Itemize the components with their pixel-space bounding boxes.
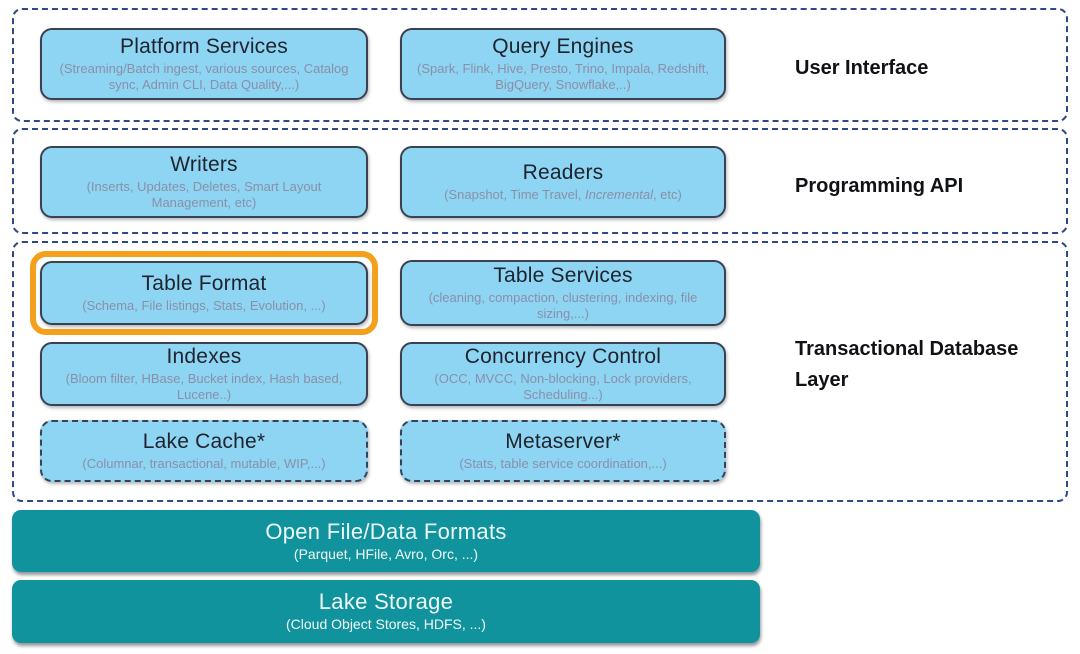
box-subtitle: (Bloom filter, HBase, Bucket index, Hash… (65, 371, 343, 403)
bar-title: Lake Storage (318, 589, 454, 615)
box-subtitle: (OCC, MVCC, Non-blocking, Lock providers… (434, 371, 692, 403)
layer-label-transactional-database: Transactional Database Layer (795, 338, 1019, 391)
box-query-engines: Query Engines (Spark, Flink, Hive, Prest… (400, 28, 726, 100)
box-title: Table Services (493, 264, 633, 288)
box-metaserver: Metaserver* (Stats, table service coordi… (400, 420, 726, 482)
box-subtitle: (Streaming/Batch ingest, various sources… (59, 61, 349, 93)
box-table-services: Table Services (cleaning, compaction, cl… (400, 260, 726, 326)
box-readers: Readers (Snapshot, Time Travel, Incremen… (400, 146, 726, 218)
box-subtitle: (cleaning, compaction, clustering, index… (428, 290, 698, 322)
box-platform-services: Platform Services (Streaming/Batch inges… (40, 28, 368, 100)
box-title: Indexes (166, 345, 242, 369)
box-subtitle: (Schema, File listings, Stats, Evolution… (82, 298, 326, 314)
box-title: Platform Services (120, 35, 288, 59)
box-concurrency-control: Concurrency Control (OCC, MVCC, Non-bloc… (400, 342, 726, 406)
bar-title: Open File/Data Formats (265, 518, 507, 544)
box-title: Query Engines (492, 35, 634, 59)
box-subtitle: (Inserts, Updates, Deletes, Smart Layout… (86, 179, 322, 211)
box-lake-cache: Lake Cache* (Columnar, transactional, mu… (40, 420, 368, 482)
subtitle-italic-text: Incremental (585, 187, 653, 203)
box-title: Readers (522, 161, 604, 184)
layer-label-user-interface: User Interface (795, 57, 929, 79)
box-subtitle: (Spark, Flink, Hive, Presto, Trino, Impa… (417, 61, 709, 93)
bar-subtitle: (Cloud Object Stores, HDFS, ...) (286, 616, 486, 633)
box-subtitle: (Stats, table service coordination,...) (459, 456, 667, 472)
box-title: Concurrency Control (464, 345, 662, 369)
box-title: Metaserver* (505, 430, 621, 453)
box-indexes: Indexes (Bloom filter, HBase, Bucket ind… (40, 342, 368, 406)
highlight-ring-table-format: Table Format (Schema, File listings, Sta… (30, 251, 378, 335)
bar-subtitle: (Parquet, HFile, Avro, Orc, ...) (293, 545, 479, 562)
subtitle-text: , etc) (652, 187, 682, 203)
box-table-format: Table Format (Schema, File listings, Sta… (40, 261, 368, 325)
box-title: Lake Cache* (142, 430, 266, 453)
box-subtitle: (Columnar, transactional, mutable, WIP,.… (82, 456, 326, 472)
box-subtitle: (Snapshot, Time Travel, Incremental, etc… (444, 187, 682, 203)
box-title: Table Format (141, 272, 267, 295)
subtitle-text: (Snapshot, Time Travel, (444, 187, 586, 203)
storage-bar-open-file-formats: Open File/Data Formats (Parquet, HFile, … (12, 510, 760, 572)
layer-label-programming-api: Programming API (795, 175, 964, 197)
storage-bar-lake-storage: Lake Storage (Cloud Object Stores, HDFS,… (12, 580, 760, 643)
box-title: Writers (170, 153, 238, 177)
box-writers: Writers (Inserts, Updates, Deletes, Smar… (40, 146, 368, 218)
